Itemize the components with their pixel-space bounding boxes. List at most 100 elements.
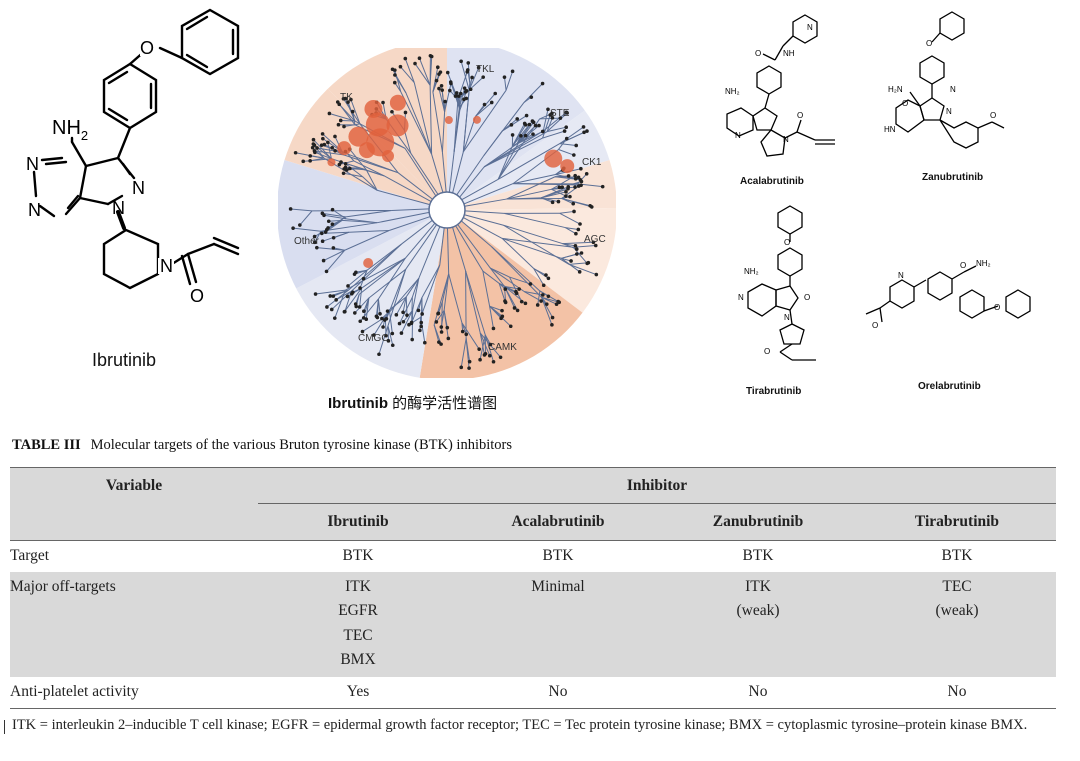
kinome-branch	[344, 230, 390, 251]
table-cell: Yes	[346, 683, 370, 701]
inhibited-kinase-circle	[472, 115, 481, 124]
kinase-node	[315, 146, 319, 150]
kinome-branch	[375, 298, 379, 317]
kinase-node	[466, 61, 471, 65]
kinase-node	[353, 302, 358, 306]
kinome-branch	[343, 172, 363, 178]
kinase-node	[337, 102, 342, 107]
kinome-branch	[484, 334, 494, 362]
kinome-branch	[431, 154, 444, 193]
kinome-branch	[565, 227, 577, 235]
svg-text:O: O	[755, 49, 761, 58]
kinase-node	[493, 91, 498, 96]
kinome-branch	[316, 247, 345, 251]
kinome-branch	[458, 88, 466, 108]
kinase-node	[487, 353, 492, 358]
kinase-node	[330, 207, 335, 212]
kinome-branch	[377, 211, 430, 224]
kinase-node	[393, 73, 397, 77]
kinase-node	[541, 283, 546, 288]
kinome-branch	[461, 322, 480, 350]
kinase-node	[564, 194, 568, 198]
kinase-node	[320, 239, 325, 244]
kinome-branch	[537, 290, 541, 306]
kinome-branch	[350, 99, 361, 125]
kinome-branch	[410, 152, 439, 195]
kinome-branch	[459, 166, 485, 198]
kinome-branch	[320, 222, 378, 232]
kinome-branch	[433, 273, 450, 325]
kinome-branch	[290, 208, 313, 212]
kinome-branch	[498, 283, 506, 302]
kinome-branch	[377, 257, 406, 300]
kinase-node	[515, 117, 520, 121]
kinome-branch	[453, 109, 461, 153]
cell-line: EGFR	[338, 602, 378, 619]
kinase-node	[453, 94, 458, 98]
kinase-node	[573, 177, 578, 181]
kinome-branch	[460, 220, 492, 247]
kinase-node	[399, 331, 404, 335]
kinase-node	[353, 311, 357, 315]
kinome-branch	[506, 197, 542, 200]
kinome-branch	[546, 117, 553, 132]
kinome-branch	[365, 169, 378, 191]
kinase-node	[417, 56, 422, 60]
kinome-branch	[397, 172, 433, 200]
kinome-branch	[558, 149, 575, 156]
kinase-node	[467, 359, 472, 364]
kinome-branch	[475, 102, 493, 117]
kinome-branch	[403, 130, 412, 154]
kinase-node	[578, 222, 582, 226]
kinase-node	[293, 150, 298, 155]
kinome-branch	[542, 130, 565, 139]
kinase-node	[372, 333, 376, 337]
kinase-node	[416, 308, 421, 313]
svg-text:NH₂: NH₂	[725, 87, 740, 96]
kinome-branch	[460, 61, 470, 91]
kinase-node	[312, 149, 317, 153]
kinase-node	[470, 75, 474, 80]
kinome-branch	[359, 167, 385, 177]
svg-text:HN: HN	[884, 125, 896, 134]
kinome-branch	[519, 121, 535, 142]
svg-text:N: N	[807, 23, 813, 32]
kinase-node	[418, 328, 422, 333]
kinome-branch	[456, 155, 485, 196]
kinase-node	[488, 342, 493, 347]
zanubrutinib-name: Zanubrutinib	[922, 172, 984, 183]
kinase-node	[288, 207, 293, 211]
kinase-node	[460, 329, 465, 334]
kinase-node	[537, 123, 541, 128]
ibrutinib-structure: O NH2 N N N N N O	[26, 8, 240, 306]
kinase-node	[577, 270, 582, 274]
kinase-node	[429, 54, 434, 59]
kinase-node	[560, 185, 564, 190]
kinome-branch	[489, 305, 503, 317]
kinome-branch	[558, 138, 568, 150]
kinase-node	[529, 95, 534, 99]
n-atom: N	[112, 198, 125, 218]
kinase-node	[374, 314, 379, 319]
table-cell: BTK	[342, 547, 374, 565]
kinase-node	[434, 320, 439, 324]
kinome-branch	[542, 111, 567, 132]
kinase-node	[326, 140, 330, 145]
kinase-node	[503, 299, 507, 303]
kinome-branch	[334, 289, 346, 319]
kinome-branch	[565, 227, 579, 230]
kinase-node	[540, 81, 545, 86]
kinase-node	[482, 353, 487, 357]
svg-text:N: N	[738, 293, 744, 302]
kinase-node	[390, 67, 395, 72]
kinome-branch	[513, 183, 571, 186]
kinase-node	[358, 319, 363, 324]
kinase-node	[330, 145, 334, 150]
kinome-branch	[432, 91, 443, 153]
kinome-branch	[429, 85, 433, 155]
variable-header: Variable	[10, 467, 258, 541]
kinome-branch	[505, 71, 514, 91]
kinase-node	[385, 309, 390, 313]
kinome-branch	[497, 140, 520, 180]
kinome-branch	[335, 290, 352, 301]
